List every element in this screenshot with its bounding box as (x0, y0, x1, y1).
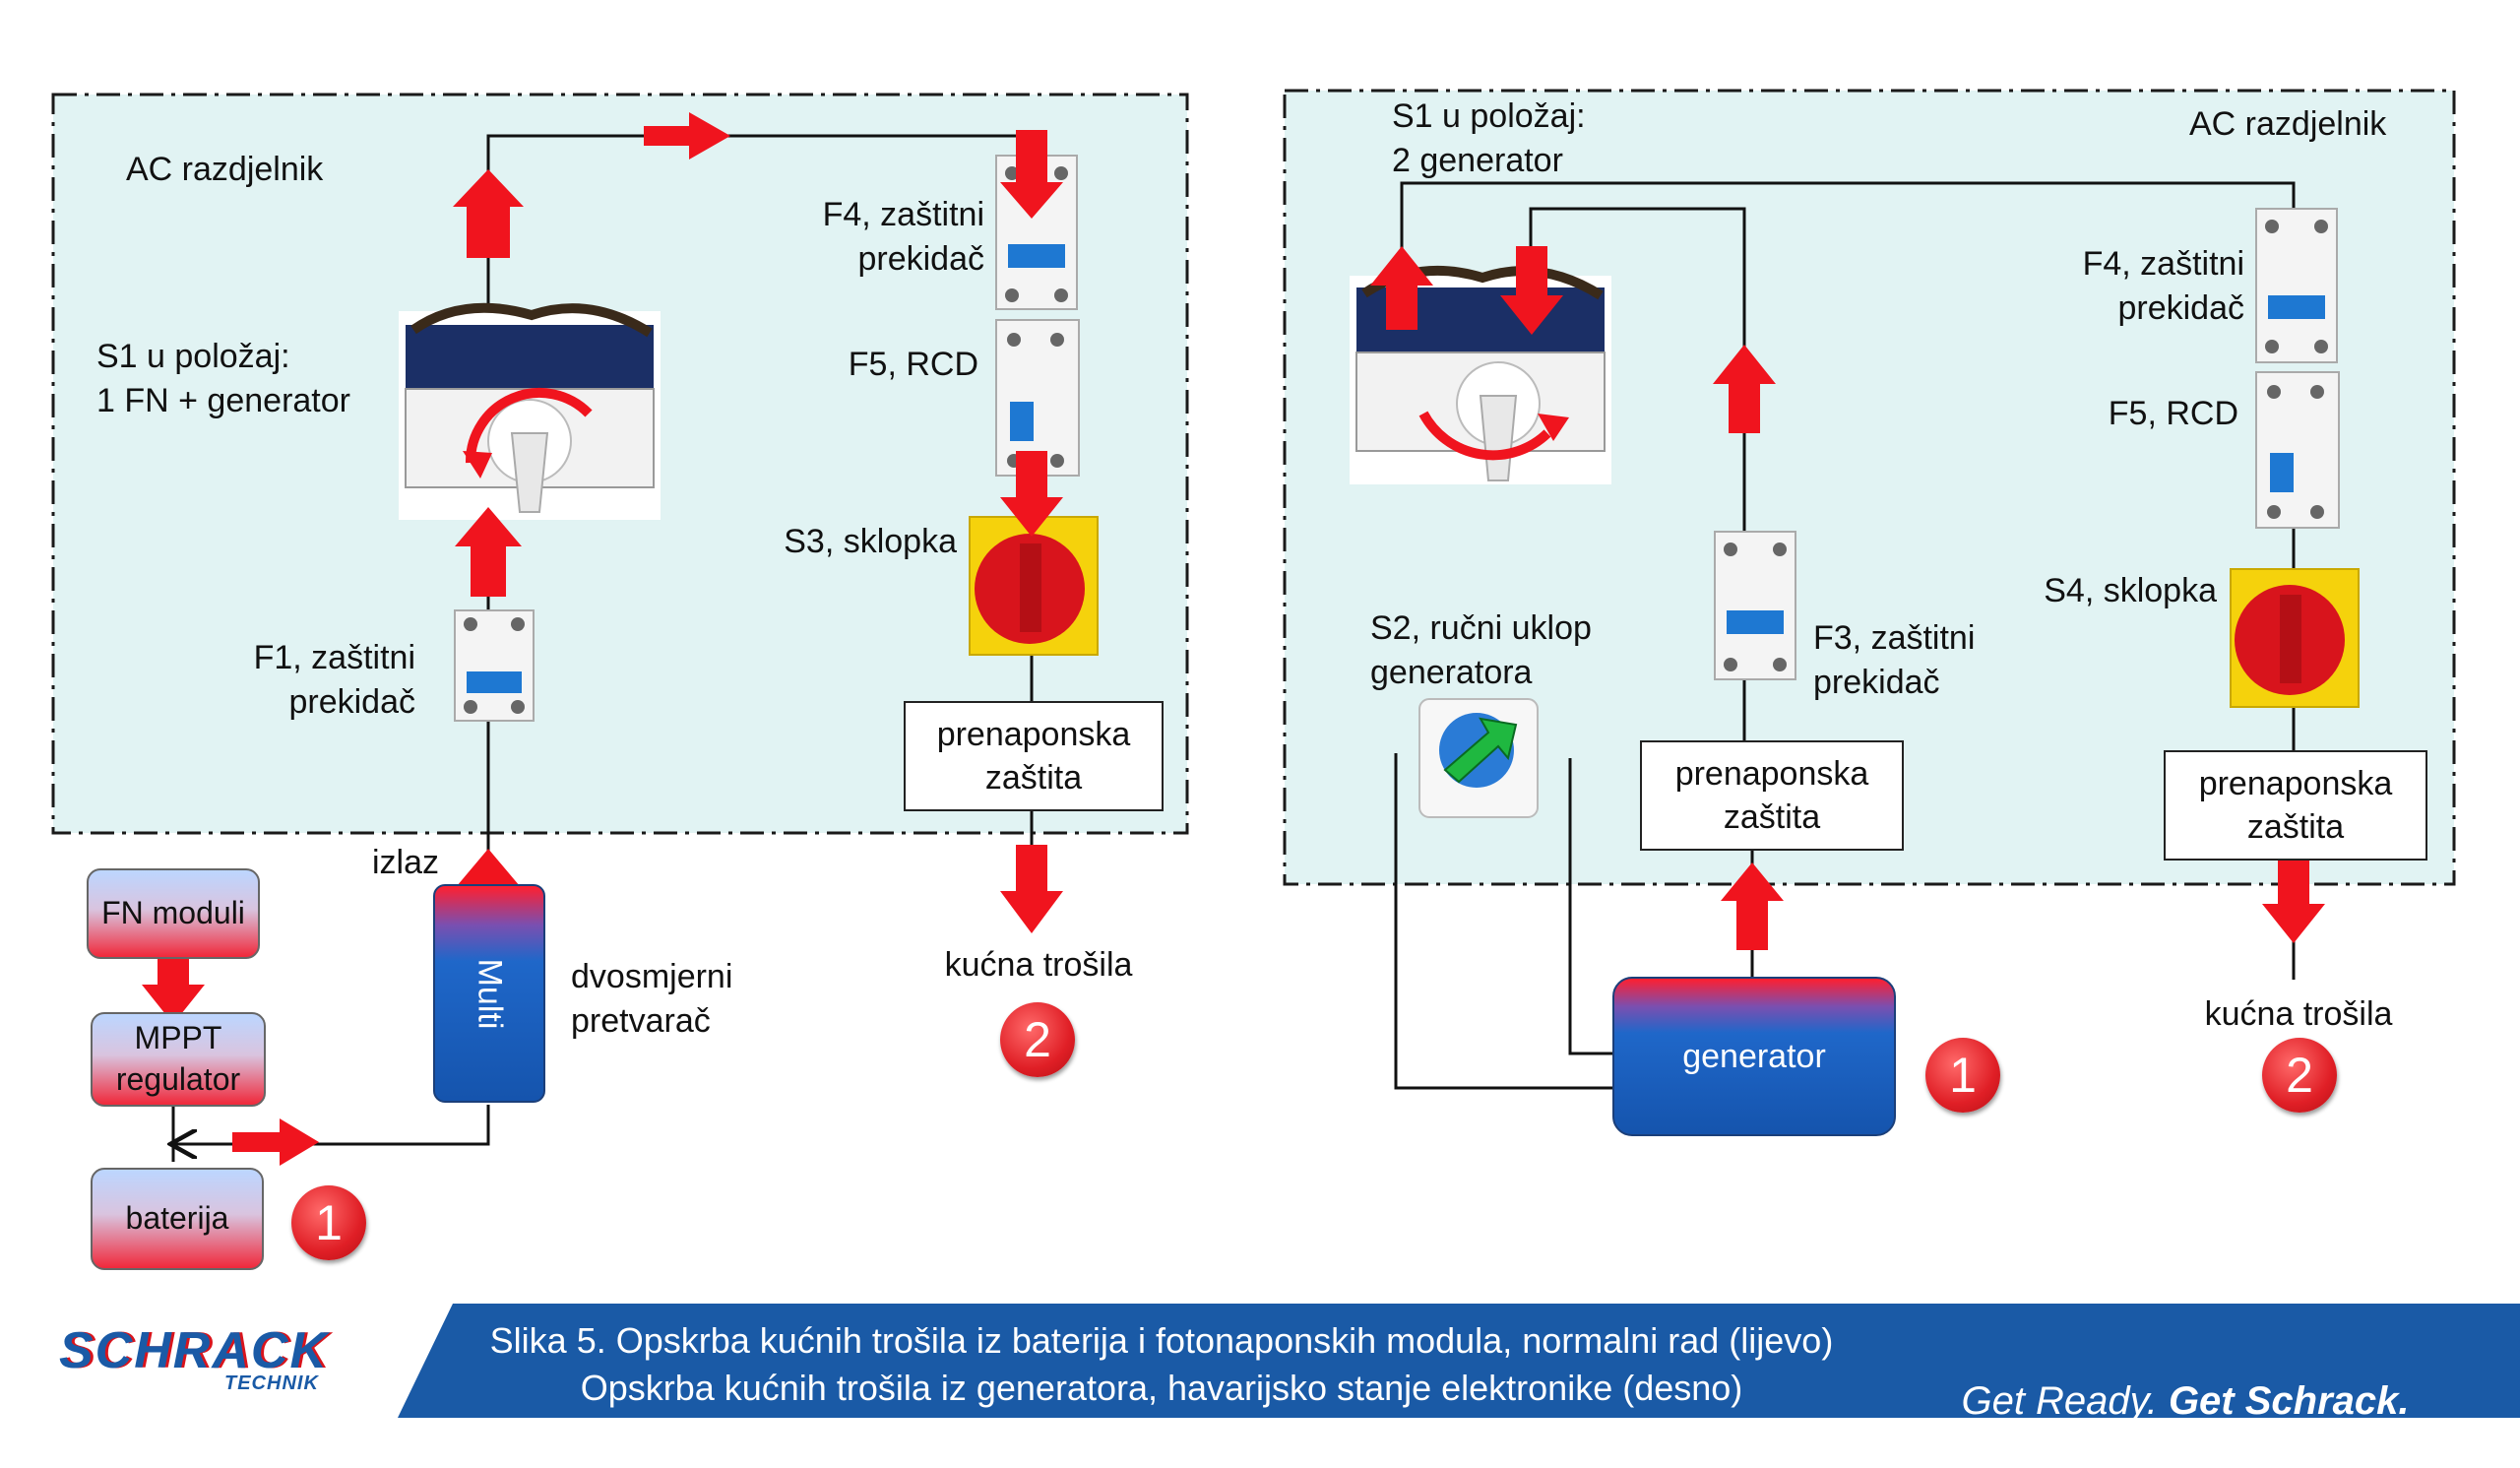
mppt-regulator-box: MPPT regulator (91, 1012, 266, 1107)
right-f5-rcd-icon (2255, 371, 2340, 529)
right-f5-label: F5, RCD (2108, 395, 2238, 432)
left-f1-label: F1, zaštitni prekidač (253, 639, 415, 721)
left-surge-protection-box: prenaponska zaštita (904, 701, 1164, 811)
left-badge-1: 1 (291, 1185, 366, 1260)
left-home-loads-label: kućna trošila (944, 946, 1133, 984)
right-s4-label: S4, sklopka (2044, 572, 2217, 609)
right-s1-label: S1 u položaj: 2 generator (1392, 97, 1586, 179)
right-panel-title: AC razdjelnik (2189, 105, 2387, 143)
multi-inverter-label: Multi (471, 958, 509, 1029)
right-s1-rotary-switch-icon (1350, 265, 1611, 484)
left-panel-title: AC razdjelnik (126, 151, 324, 188)
right-surge-protection-box-left: prenaponska zaštita (1640, 740, 1904, 851)
left-flow-arrows (142, 112, 1063, 1166)
right-badge-2: 2 (2262, 1038, 2337, 1113)
right-f3-breaker-icon (1714, 531, 1796, 680)
bidirectional-inverter-label: dvosmjerni pretvarač (571, 958, 733, 1040)
left-f4-label: F4, zaštitni prekidač (822, 196, 984, 278)
right-home-loads-label: kućna trošila (2204, 995, 2393, 1033)
left-f5-label: F5, RCD (848, 346, 978, 383)
right-s2-manual-switch-icon (1418, 698, 1539, 818)
left-f4-breaker-icon (995, 155, 1078, 310)
schrack-logo: SCHRACK TECHNIK (59, 1325, 374, 1394)
left-f1-breaker-icon (454, 609, 535, 722)
right-surge-protection-box-right: prenaponska zaštita (2164, 750, 2427, 861)
fn-modules-box: FN moduli (87, 868, 260, 959)
right-f4-breaker-icon (2255, 208, 2338, 363)
left-s1-rotary-switch-icon (399, 302, 661, 520)
generator-box: generator (1612, 977, 1896, 1136)
slogan-part-2: Get Schrack. (2168, 1379, 2410, 1423)
left-f5-rcd-icon (995, 319, 1080, 477)
right-s4-disconnect-switch-icon (2230, 568, 2360, 708)
right-f4-label: F4, zaštitni prekidač (2082, 245, 2244, 327)
schrack-logo-subtext: TECHNIK (224, 1372, 319, 1394)
figure-caption: Slika 5. Opskrba kućnih trošila iz bater… (489, 1320, 1834, 1408)
slogan-part-1: Get Ready. (1961, 1379, 2158, 1423)
slogan: Get Ready. Get Schrack. (1918, 1335, 2410, 1468)
right-f3-label: F3, zaštitni prekidač (1813, 619, 1976, 701)
left-output-label: izlaz (372, 844, 440, 881)
left-badge-2: 2 (1000, 1002, 1075, 1077)
left-s3-label: S3, sklopka (784, 523, 957, 560)
battery-box: baterija (91, 1168, 264, 1270)
right-s2-label: S2, ručni uklop generatora (1370, 609, 1592, 691)
right-wiring (1394, 181, 2296, 1090)
left-s1-label: S1 u položaj: 1 FN + generator (96, 338, 350, 419)
right-badge-1: 1 (1925, 1038, 2000, 1113)
footer-background (0, 1304, 2520, 1418)
left-s3-disconnect-switch-icon (969, 516, 1099, 656)
right-flow-arrows (1370, 246, 2325, 950)
footer-banner: SCHRACK TECHNIK Slika 5. Opskrba kućnih … (0, 1304, 2520, 1423)
multi-inverter-box: Multi (433, 884, 545, 1103)
schrack-logo-text: SCHRACK (59, 1322, 329, 1379)
